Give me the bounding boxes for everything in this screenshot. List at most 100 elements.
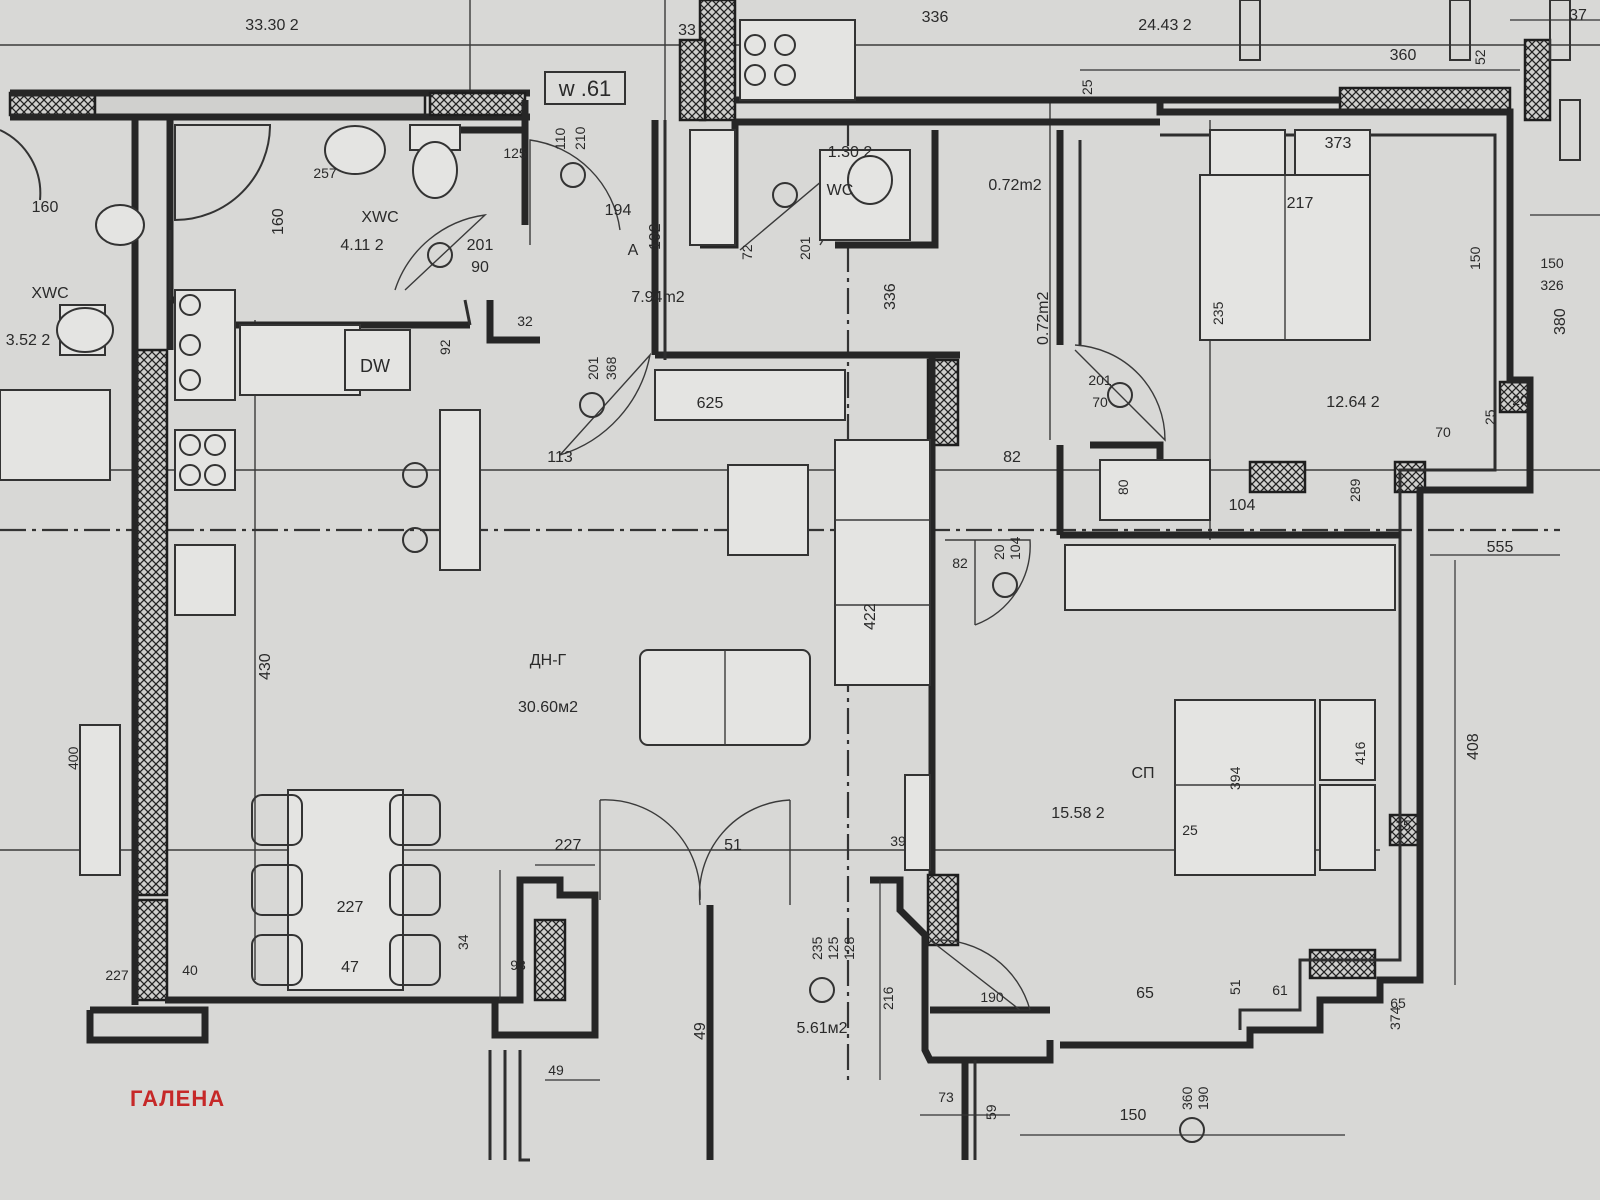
shower-icon	[0, 129, 42, 201]
dim-label: 51	[1227, 979, 1243, 995]
wing-label: w .61	[544, 71, 626, 105]
door-swing-icon	[394, 214, 488, 291]
dim-label: 34	[455, 934, 471, 950]
dim-label: 104	[1007, 536, 1023, 560]
dim-label: 235	[1210, 301, 1226, 325]
room-area-closet: 0.72m2	[988, 177, 1041, 194]
dishwasher-label: DW	[360, 356, 390, 376]
dim-label: 52	[1472, 49, 1488, 65]
room-name-wc: WC	[827, 182, 854, 199]
room-area-living: 30.60м2	[518, 699, 578, 716]
bed-icon	[1174, 699, 1316, 876]
dim-label: 128	[841, 936, 857, 960]
dim-label: 194	[605, 202, 632, 219]
dim-label: 150	[1540, 255, 1564, 271]
dim-label: 235	[809, 936, 825, 960]
light-icon	[772, 182, 798, 208]
dim-label: 92	[437, 339, 453, 355]
dim-label: 360	[1390, 47, 1417, 64]
dim-label: 150	[1120, 1107, 1147, 1124]
dim-label: 430	[257, 653, 274, 680]
door-swing-icon	[698, 799, 791, 906]
kitchen-island	[439, 409, 481, 571]
room-name-bedroom-main: СП	[1131, 765, 1154, 782]
dim-label: 326	[1540, 277, 1564, 293]
dim-label: 201	[467, 237, 494, 254]
nightstand	[1319, 699, 1376, 781]
light-icon	[809, 977, 835, 1003]
window-icon	[1239, 0, 1261, 61]
dim-label: 217	[1287, 195, 1314, 212]
dining-table	[287, 789, 404, 991]
dim-label: 227	[337, 899, 364, 916]
chair-icon	[389, 934, 441, 986]
chair-icon	[251, 864, 303, 916]
dim-label: 25	[1079, 79, 1095, 95]
dim-label: 374	[1387, 1006, 1403, 1030]
dim-label: 336	[882, 283, 899, 310]
dishwasher	[344, 329, 411, 391]
dim-label: 70	[1092, 394, 1108, 410]
dim-label: 93	[510, 957, 526, 973]
dim-label: 160	[270, 208, 287, 235]
door-swing-icon	[529, 139, 621, 245]
light-icon	[427, 242, 453, 268]
stove-icon	[174, 429, 236, 491]
room-name-xwc-main: XWC	[361, 209, 398, 226]
light-icon	[579, 392, 605, 418]
dim-label: 400	[65, 746, 81, 770]
light-markers	[427, 162, 1205, 1143]
dim-label: 201	[797, 236, 813, 260]
light-icon	[1179, 1117, 1205, 1143]
dim-label: 408	[1465, 733, 1482, 760]
dim-label: 73	[938, 1089, 954, 1105]
stove-icon	[739, 19, 856, 101]
door-swing-icon	[945, 539, 1031, 626]
dim-label: 201	[1088, 372, 1112, 388]
table	[727, 464, 809, 556]
dim-label: 210	[572, 126, 588, 150]
light-icon	[560, 162, 586, 188]
window-icon	[1449, 0, 1471, 61]
chair-icon	[251, 934, 303, 986]
room-area-wc: 1.30 2	[828, 144, 873, 161]
room-area-xwc-main: 4.11 2	[340, 237, 383, 254]
dim-label: 373	[1325, 135, 1352, 152]
dim-label: 125	[503, 145, 527, 161]
top-left-area: 33.30 2	[245, 17, 298, 34]
dim-label: 625	[697, 395, 724, 412]
dim-label: 104	[1229, 497, 1256, 514]
door-swing-icon	[1074, 344, 1166, 442]
fixtures	[0, 19, 911, 616]
dim-label: 15	[1395, 817, 1411, 833]
nightstand	[1319, 784, 1376, 871]
light-icon	[1107, 382, 1133, 408]
dim-label: 0.72m2	[1035, 292, 1052, 345]
dim-label: 190	[1195, 1086, 1211, 1110]
dim-label: 190	[980, 989, 1004, 1005]
dim-label: 25	[1482, 409, 1498, 425]
dimension-labels: 336 33 360 52 25 125 110 210 257 160 160…	[32, 7, 1587, 1124]
dim-label: 257	[313, 165, 337, 181]
room-area-hall: 7.94m2	[631, 289, 684, 306]
stove-icon	[174, 289, 236, 401]
dimension-lines	[499, 19, 1600, 1136]
dim-label: 33	[678, 22, 696, 39]
dim-label: 289	[1347, 478, 1363, 502]
counter	[654, 369, 846, 421]
dim-label: 49	[692, 1022, 709, 1040]
dim-label: 70	[1435, 424, 1451, 440]
dim-label: 25	[1182, 822, 1198, 838]
dim-label: 20	[991, 544, 1007, 560]
chair-icon	[389, 794, 441, 846]
dim-label: 72	[739, 244, 755, 260]
dim-label: 110	[552, 127, 568, 150]
dim-label: 201	[585, 356, 601, 380]
dim-label: 192	[647, 223, 664, 250]
dim-label: 125	[825, 936, 841, 960]
door-swing-icon	[599, 799, 701, 901]
chair-icon	[251, 794, 303, 846]
wardrobe	[1064, 544, 1396, 611]
room-area-xwc-left: 3.52 2	[6, 332, 51, 349]
room-name-xwc-left: XWC	[31, 285, 68, 302]
